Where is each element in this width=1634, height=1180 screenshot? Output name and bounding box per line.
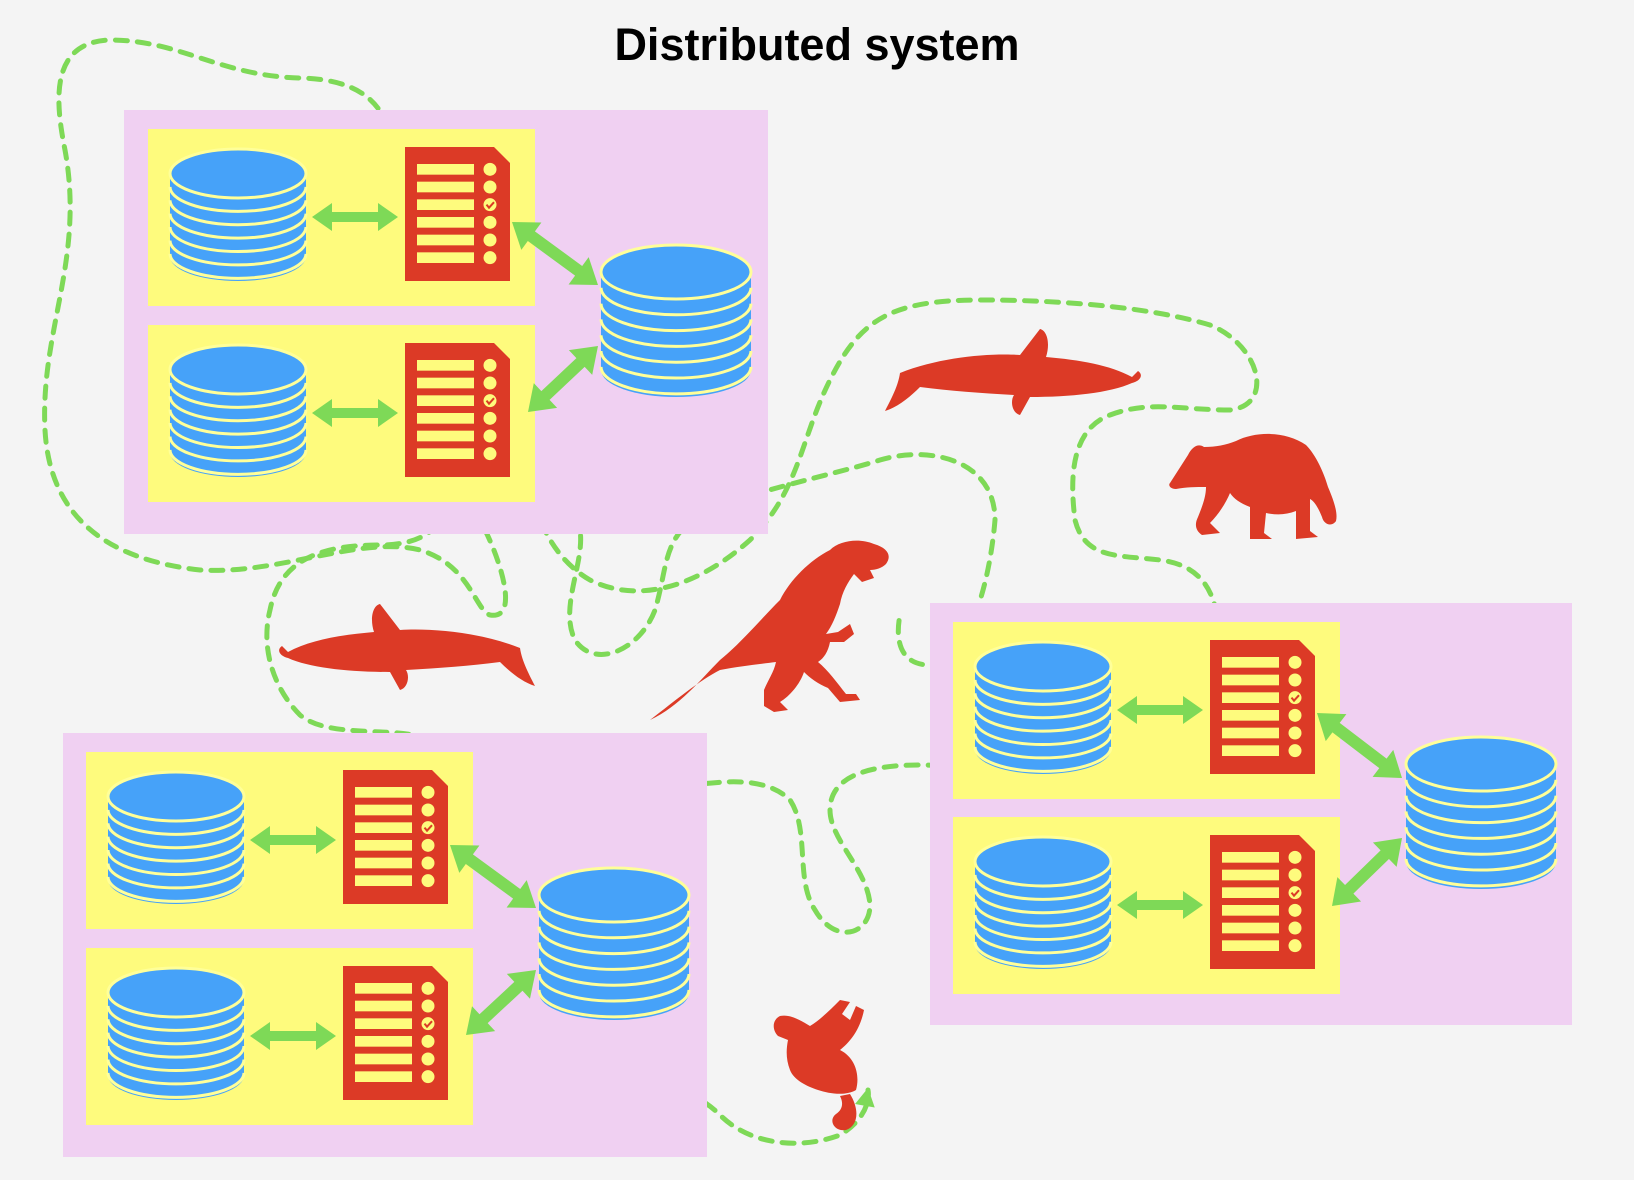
double-arrow-icon — [1332, 838, 1402, 906]
bear-icon — [1169, 433, 1337, 539]
dashed-path-1 — [42, 37, 998, 668]
node-2 — [86, 948, 473, 1125]
node-1 — [953, 622, 1340, 799]
clusters — [63, 110, 1572, 1157]
double-arrow-icon — [312, 399, 398, 427]
dinosaur-icon — [650, 540, 889, 720]
monkey-icon — [773, 1000, 864, 1131]
checklist-document-icon — [343, 770, 448, 904]
double-arrow-icon — [250, 826, 336, 854]
checklist-document-icon — [1210, 835, 1315, 969]
double-arrow-icon — [1117, 891, 1203, 919]
node-2 — [148, 325, 535, 502]
double-arrow-icon — [250, 1022, 336, 1050]
database-icon — [168, 147, 308, 281]
double-arrow-icon — [1317, 713, 1402, 778]
double-arrow-icon — [528, 346, 598, 412]
cluster-right — [930, 603, 1572, 1025]
database-icon — [106, 770, 246, 905]
database-icon — [168, 343, 308, 477]
double-arrow-icon — [466, 970, 537, 1035]
shark-icon — [279, 604, 535, 690]
database-icon — [537, 866, 691, 1020]
database-icon — [1404, 735, 1558, 889]
cluster-bottom-left — [63, 733, 707, 1157]
node-1 — [86, 752, 473, 929]
checklist-document-icon — [405, 343, 510, 477]
animals — [279, 329, 1337, 1131]
database-icon — [973, 640, 1113, 775]
path-arrowhead — [855, 1088, 875, 1108]
database-icon — [106, 966, 246, 1100]
node-2 — [953, 817, 1340, 994]
double-arrow-icon — [450, 845, 536, 908]
checklist-document-icon — [343, 966, 448, 1100]
cluster-top-left — [124, 110, 768, 534]
database-icon — [973, 835, 1113, 970]
dashed-path-3 — [527, 297, 1260, 628]
database-icon — [599, 243, 753, 397]
node-1 — [148, 129, 535, 306]
checklist-document-icon — [1210, 640, 1315, 774]
diagram-title: Distributed system — [614, 19, 1019, 70]
dashed-path-5 — [472, 1082, 871, 1146]
double-arrow-icon — [312, 203, 398, 231]
checklist-document-icon — [405, 147, 510, 281]
double-arrow-icon — [512, 222, 598, 285]
shark-icon — [885, 329, 1141, 415]
double-arrow-icon — [1117, 696, 1203, 724]
